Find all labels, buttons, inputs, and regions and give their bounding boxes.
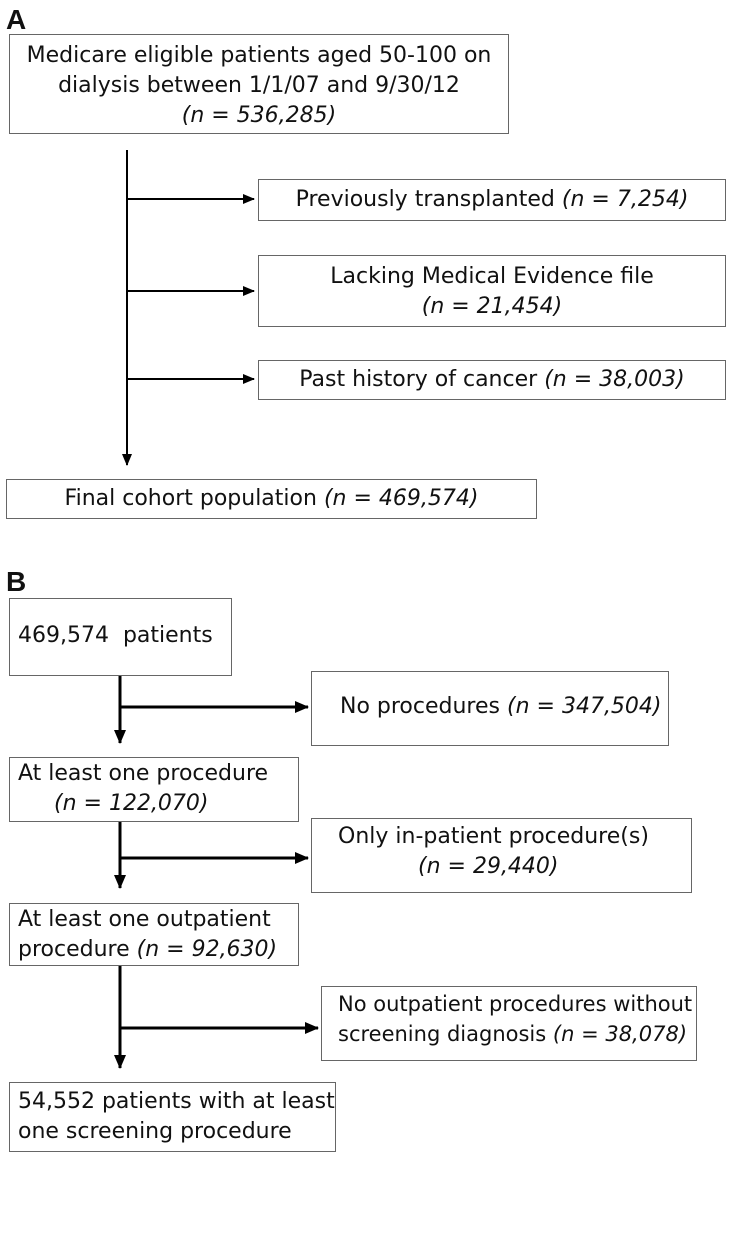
panel-a-label: A: [6, 4, 27, 35]
patients-start-label: 469,574 patients: [18, 623, 213, 648]
final-cohort-count: (n = 469,574): [323, 486, 479, 511]
cancer-history-count: (n = 38,003): [544, 367, 685, 392]
outpatient-procedure-line-2: procedure: [18, 937, 130, 962]
screening-procedure-line-2: one screening procedure: [18, 1119, 292, 1144]
inpatient-only-count: (n = 29,440): [418, 854, 559, 879]
eligible-patients-box: Medicare eligible patients aged 50-100 o…: [9, 34, 509, 134]
cancer-history-box: Past history of cancer (n = 38,003): [258, 360, 726, 400]
inpatient-only-box: Only in-patient procedure(s) (n = 29,440…: [311, 818, 692, 893]
outpatient-procedure-box: At least one outpatient procedure (n = 9…: [9, 903, 299, 966]
outpatient-procedure-count: (n = 92,630): [136, 937, 278, 962]
panel-b-label: B: [6, 566, 27, 597]
previously-transplanted-box: Previously transplanted (n = 7,254): [258, 179, 726, 221]
no-procedures-label: No procedures: [340, 694, 500, 719]
eligible-line-1: Medicare eligible patients aged 50-100 o…: [26, 43, 492, 68]
eligible-count: (n = 536,285): [181, 103, 337, 128]
no-outpatient-screening-line-2: screening diagnosis: [338, 1022, 547, 1046]
previously-transplanted-label: Previously transplanted: [295, 187, 555, 212]
at-least-one-procedure-label: At least one procedure: [18, 761, 269, 786]
at-least-one-procedure-box: At least one procedure (n = 122,070): [9, 757, 299, 822]
inpatient-only-label: Only in-patient procedure(s): [338, 824, 649, 849]
outpatient-procedure-line-1: At least one outpatient: [18, 907, 271, 932]
lacking-evidence-label: Lacking Medical Evidence file: [330, 264, 654, 289]
screening-procedure-line-1: 54,552 patients with at least: [18, 1089, 335, 1114]
panel-a-connectors: [122, 150, 255, 466]
lacking-evidence-box: Lacking Medical Evidence file (n = 21,45…: [258, 255, 726, 327]
final-cohort-box: Final cohort population (n = 469,574): [6, 479, 537, 519]
screening-procedure-box: 54,552 patients with at least one screen…: [9, 1082, 336, 1152]
eligible-line-2: dialysis between 1/1/07 and 9/30/12: [58, 73, 460, 98]
final-cohort-label: Final cohort population: [64, 486, 317, 511]
no-outpatient-screening-count: (n = 38,078): [552, 1022, 688, 1046]
no-outpatient-screening-box: No outpatient procedures without screeni…: [321, 986, 697, 1061]
lacking-evidence-count: (n = 21,454): [421, 294, 563, 319]
panel-b-connectors: [114, 676, 319, 1069]
at-least-one-procedure-count: (n = 122,070): [54, 791, 209, 816]
no-procedures-count: (n = 347,504): [507, 694, 662, 719]
cancer-history-label: Past history of cancer: [299, 367, 538, 392]
no-outpatient-screening-line-1: No outpatient procedures without: [338, 992, 693, 1016]
previously-transplanted-count: (n = 7,254): [561, 187, 689, 212]
patients-start-box: 469,574 patients: [9, 598, 232, 676]
no-procedures-box: No procedures (n = 347,504): [311, 671, 669, 746]
